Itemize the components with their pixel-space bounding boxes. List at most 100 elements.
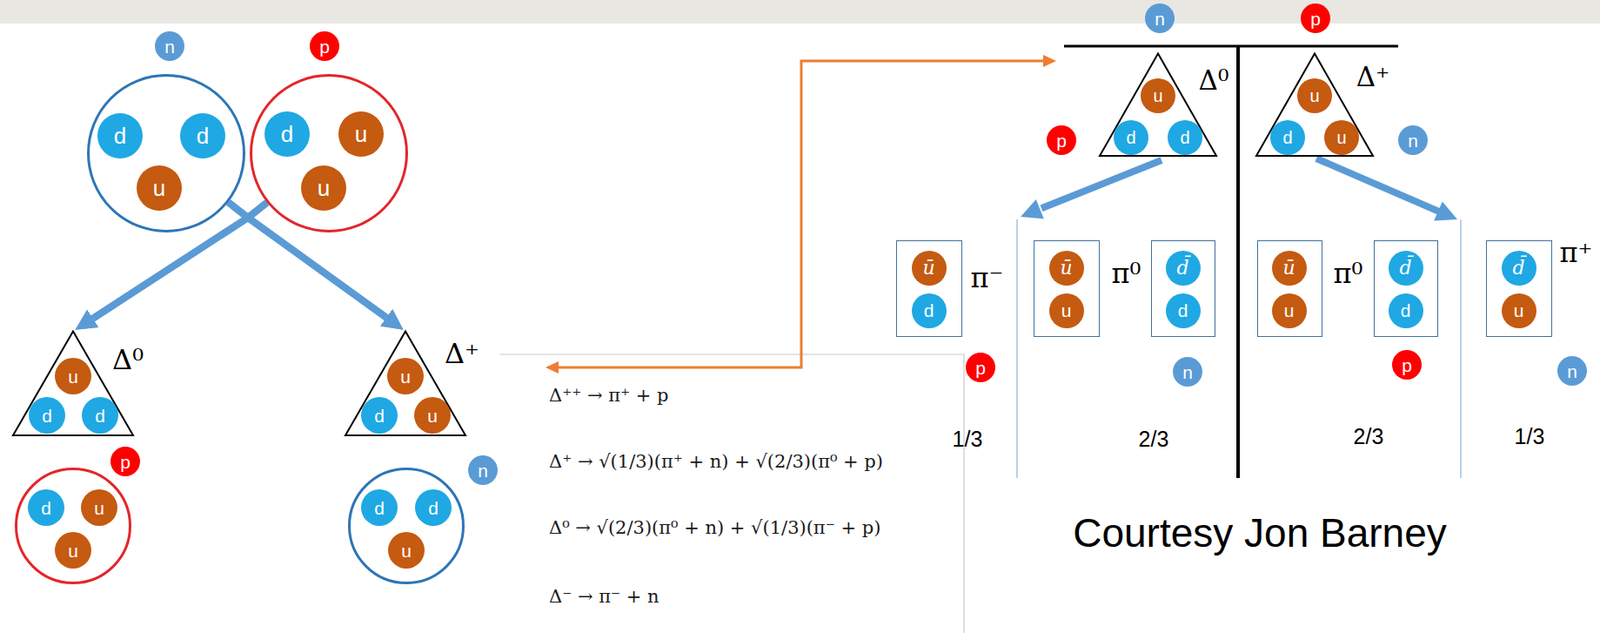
quark-label: d̄ [1399, 258, 1412, 278]
arrow-head [1020, 199, 1045, 219]
particle-name: Δ⁺ [444, 339, 480, 368]
quark-circle: d [415, 488, 452, 526]
quark-circle: u [301, 165, 347, 211]
hadron-circle: nddu [87, 73, 246, 233]
quark-circle: u [388, 531, 425, 569]
quark-label: u [93, 498, 105, 517]
quark-label: d [40, 498, 52, 517]
quark-label: u [153, 176, 166, 200]
particle-name: Δ⁰ [1198, 66, 1230, 94]
quark-label: d̄ [1512, 258, 1525, 278]
quark-circle: u [1501, 293, 1537, 329]
branching-fraction: 1/3 [952, 425, 984, 452]
quark-circle: d [1167, 120, 1203, 155]
nucleon-badge: n [1172, 356, 1203, 387]
nucleon-label: n [1182, 362, 1193, 382]
quark-circle: d [180, 113, 226, 159]
quark-label: u [67, 541, 79, 560]
hadron-circle: pduu [14, 467, 132, 584]
quark-circle: d̄ [1501, 250, 1537, 286]
particle-name: Δ⁰ [112, 345, 144, 374]
hadron-circle: nddu [348, 467, 465, 584]
nucleon-badge: p [1392, 349, 1422, 380]
quark-circle: u [1324, 120, 1359, 155]
quark-circle: d [1270, 120, 1306, 155]
quark-circle: u [414, 396, 451, 434]
panel-border [500, 354, 965, 633]
quark-label: d [1179, 128, 1190, 147]
triangle-shape [1256, 53, 1373, 157]
meson-box: d̄ d [1151, 240, 1216, 337]
quark-circle: d [361, 488, 398, 526]
quark-label: ū [1282, 258, 1295, 278]
nucleon-label: p [975, 358, 986, 377]
quark-label: u [1284, 301, 1295, 320]
baryon-triangle: Δ⁺udu [344, 329, 467, 436]
quark-circle: d [27, 488, 65, 526]
meson-box: d̄d [1373, 240, 1439, 337]
quark-circle: u [387, 357, 424, 395]
arrow-head [1043, 54, 1057, 67]
nucleon-badge: n [154, 31, 185, 61]
quark-circle: u [54, 531, 92, 569]
baryon-triangle: Δ⁺udu [1255, 52, 1374, 157]
credit-note: Courtesy Jon Barney [1072, 508, 1447, 557]
quark-circle: d [97, 113, 143, 159]
meson-box: π⁰ūu [1033, 240, 1100, 337]
meson-box: π⁻ūd [896, 240, 963, 337]
arrow-head [1433, 201, 1458, 221]
quark-circle: u [1271, 293, 1307, 329]
quark-label: d [374, 498, 385, 517]
particle-name: π⁰ [1111, 259, 1142, 288]
quark-label: u [1336, 128, 1346, 147]
quark-circle: ū [1049, 250, 1085, 286]
nucleon-label: n [1566, 361, 1578, 381]
quark-label: ū [922, 258, 935, 278]
decay-arrow [247, 202, 387, 318]
divider-line [1016, 219, 1018, 478]
nucleon-badge: n [1398, 125, 1428, 155]
equation: Δ⁰ → √(2/3)(π⁰ + n) + √(1/3)(π⁻ + p) [548, 516, 881, 539]
quark-label: u [401, 541, 412, 560]
quark-circle: ū [911, 250, 947, 286]
quark-label: d [41, 406, 53, 425]
equation: Δ⁺ → √(1/3)(π⁺ + n) + √(2/3)(π⁰ + p) [548, 450, 884, 473]
quark-circle: d [911, 293, 947, 329]
quark-label: d [196, 124, 209, 148]
quark-label: u [1309, 87, 1319, 105]
nucleon-label: n [1154, 9, 1165, 28]
quark-circle: u [1297, 78, 1333, 114]
nucleon-badge: p [1300, 3, 1331, 34]
quark-circle: d̄ [1165, 250, 1201, 286]
quark-label: u [354, 122, 368, 146]
decay-arrow [1316, 158, 1440, 212]
nucleon-label: p [1310, 9, 1321, 28]
arrow-head [545, 361, 559, 374]
quark-label: d [1178, 301, 1189, 320]
quark-circle: d̄ [1388, 250, 1424, 286]
quark-circle: d [361, 396, 398, 434]
decay-arrow [93, 202, 268, 319]
branching-fraction: 2/3 [1138, 425, 1170, 452]
nucleon-label: n [1407, 131, 1419, 150]
nucleon-badge: p [110, 446, 141, 476]
quark-label: u [400, 367, 411, 386]
quark-label: d [428, 498, 439, 517]
divider-line [1236, 46, 1240, 478]
quark-label: u [1152, 87, 1163, 105]
quark-circle: u [338, 111, 384, 157]
meson-box: π⁺d̄u [1486, 240, 1553, 337]
quark-circle: u [1140, 78, 1176, 114]
decay-arrow [228, 201, 388, 317]
quark-circle: u [54, 357, 92, 395]
quark-label: u [427, 406, 438, 425]
particle-name: π⁰ [1333, 259, 1364, 288]
quark-label: d [113, 124, 127, 148]
quark-label: d [1282, 128, 1293, 147]
meson-box: π⁰ūu [1257, 240, 1323, 337]
quark-label: d [94, 406, 106, 425]
quark-label: u [67, 367, 79, 386]
quark-circle: ū [1271, 250, 1307, 286]
